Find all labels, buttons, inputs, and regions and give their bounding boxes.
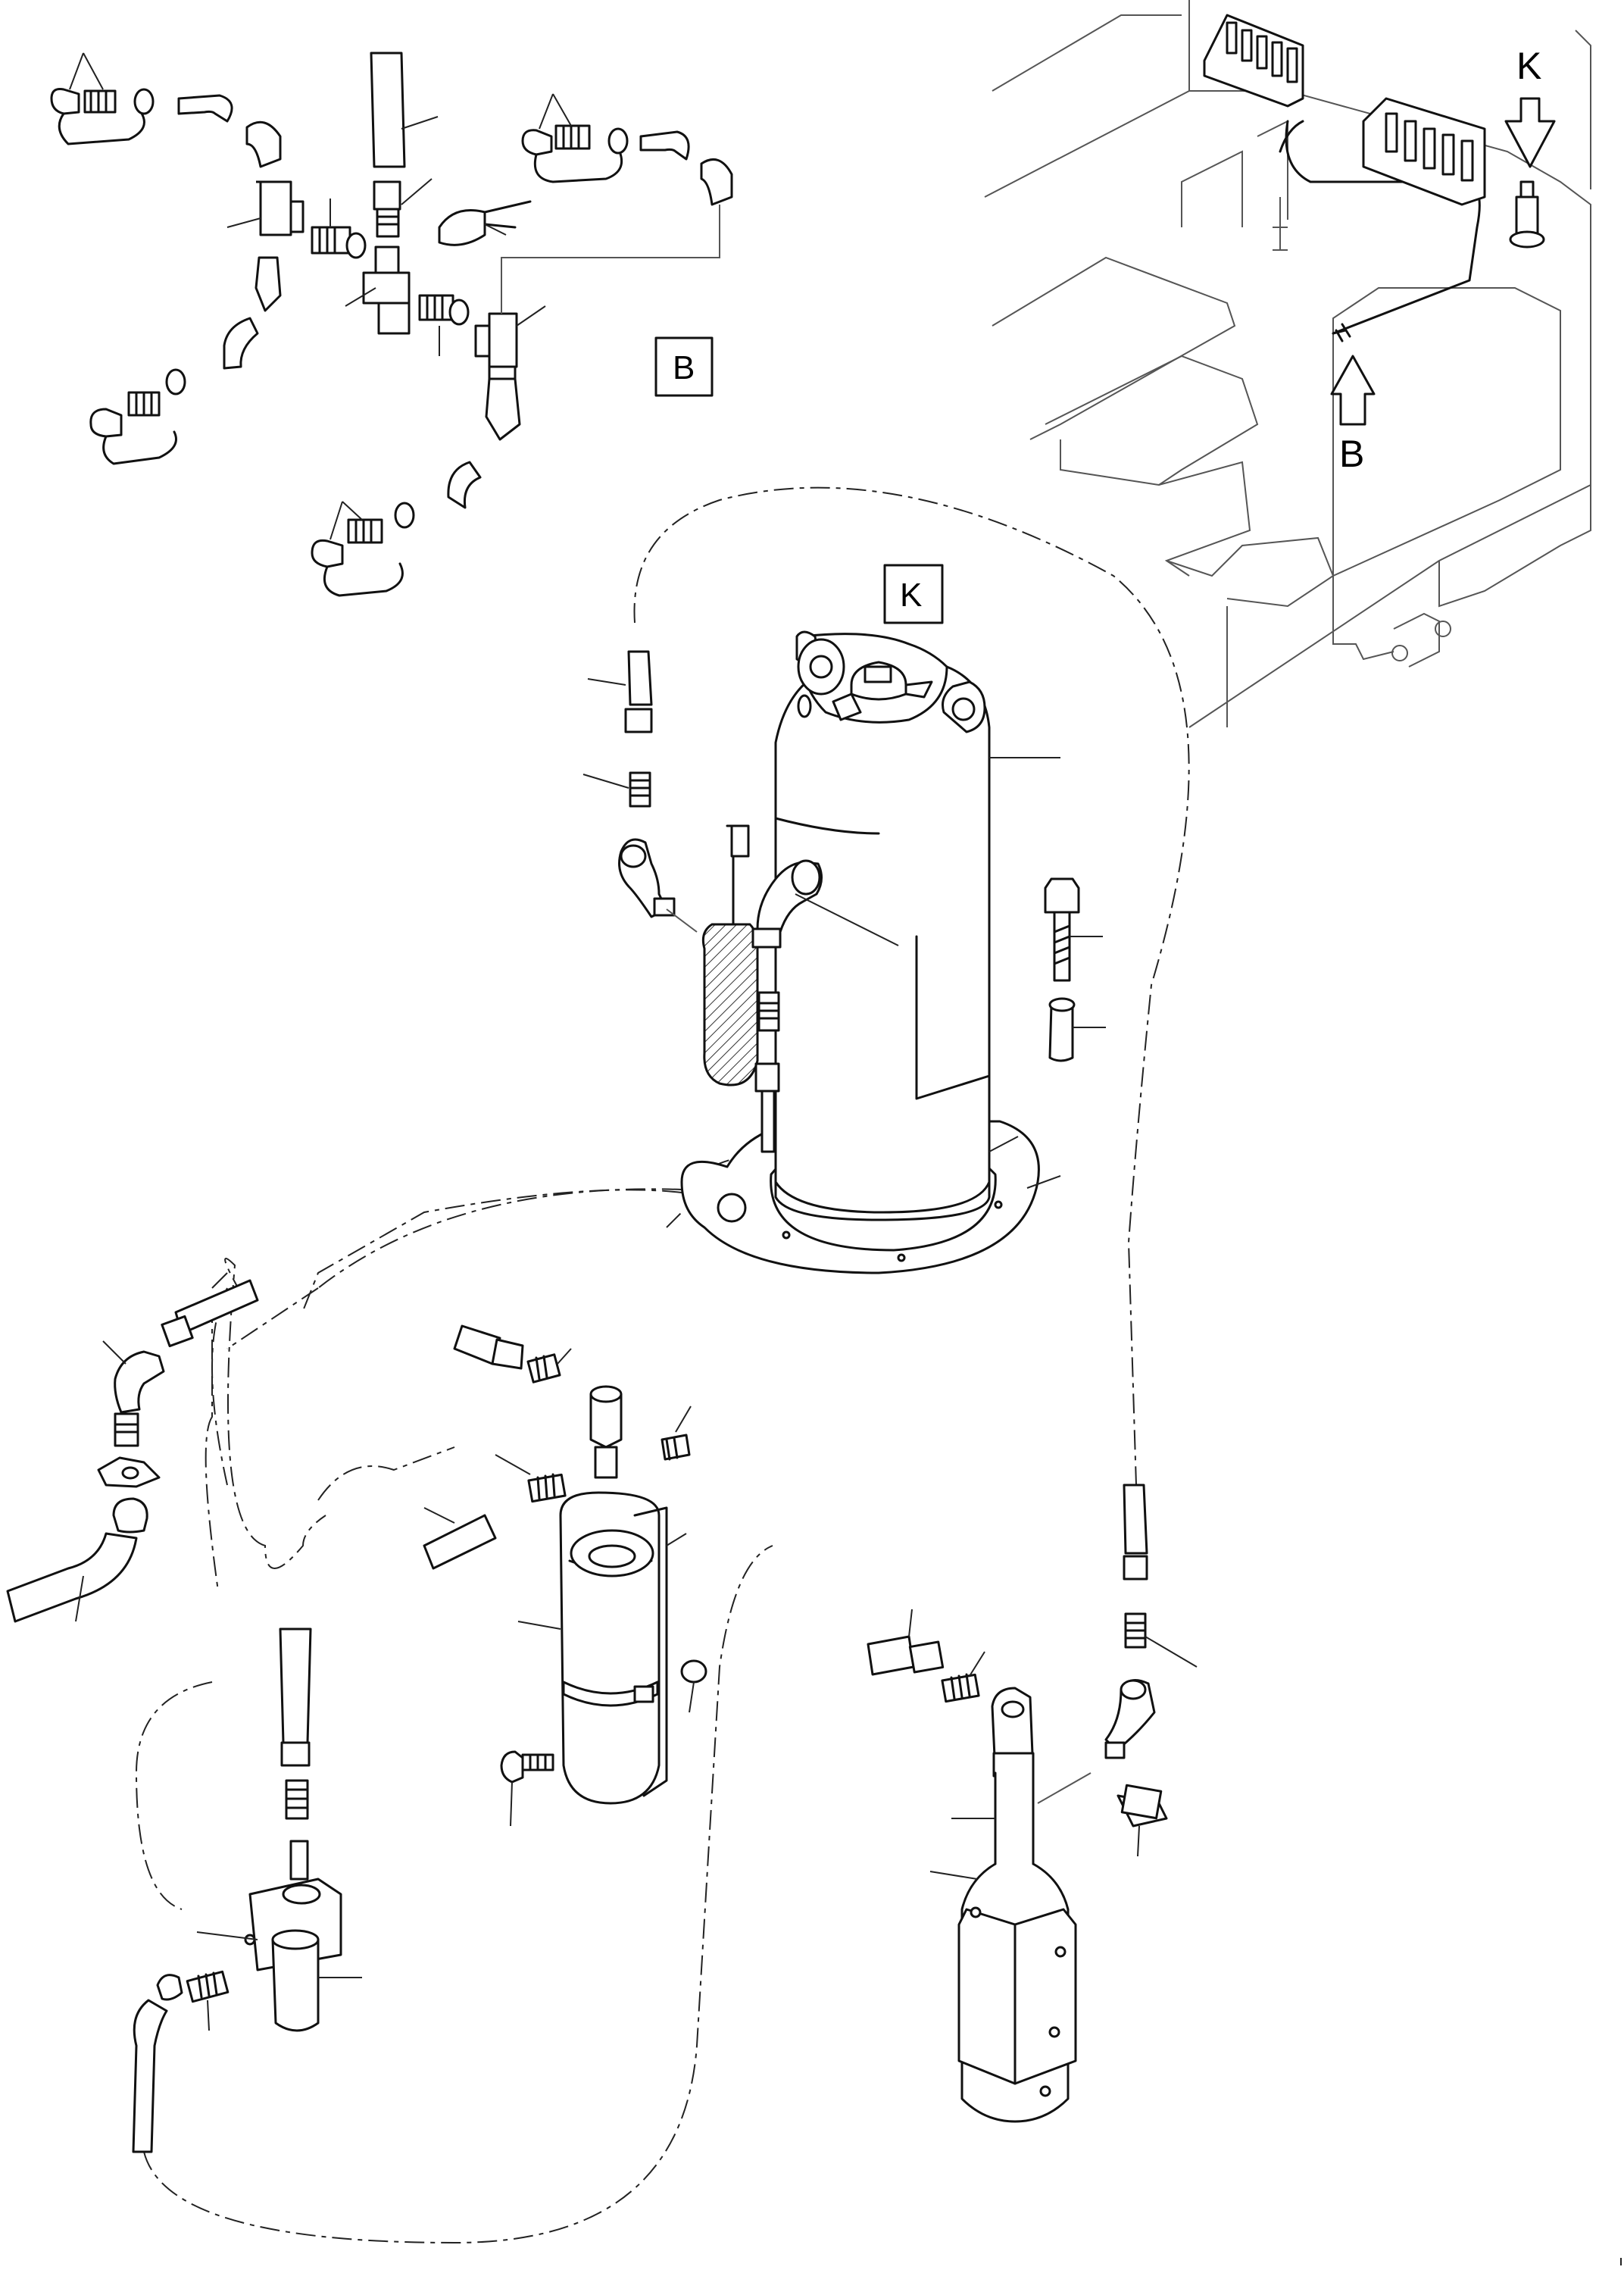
view-arrow-k-label: K [1516, 45, 1541, 87]
lower-right-fittings [867, 1484, 1198, 2123]
terminal-block-right [1362, 97, 1486, 206]
view-b-fittings: B [50, 52, 733, 597]
view-arrow-b-label: B [1339, 433, 1364, 475]
compressor [680, 630, 1061, 1274]
compressor-inlet-fittings [582, 650, 698, 933]
bolt-and-spacer [1044, 877, 1106, 1062]
hose-route-line [633, 486, 1190, 1486]
view-arrow-k: K [1504, 45, 1556, 168]
left-hose-assembly [6, 1272, 259, 1623]
view-arrow-b: B [1330, 355, 1376, 475]
view-k-box-label: K [900, 577, 922, 614]
pressure-switch-assembly [132, 1627, 362, 2153]
view-b-box [654, 336, 714, 397]
machine-frame [984, 0, 1591, 728]
view-b-box-label: B [673, 349, 695, 386]
view-k-box: K [883, 564, 944, 624]
terminal-block-left [1203, 14, 1304, 108]
switch-component [1509, 180, 1545, 249]
receiver-drier [423, 1324, 707, 1827]
